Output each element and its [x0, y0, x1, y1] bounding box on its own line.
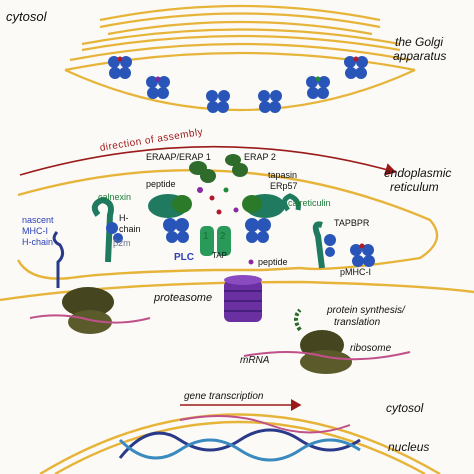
label-peptide-right: peptide [258, 257, 288, 267]
label-b2m: β2m [113, 238, 131, 248]
label-nascent-line3: H-chain [22, 237, 54, 247]
label-protein-synthesis-line1: protein synthesis/ [327, 305, 405, 316]
dna-helix [118, 415, 361, 462]
nuclear-envelope [39, 413, 441, 474]
calnexin-chaperone [91, 196, 123, 263]
label-plc: PLC [174, 252, 194, 263]
peptide-loading-complex [148, 194, 285, 256]
label-tap: TAP [212, 251, 227, 260]
erap-enzymes [189, 154, 248, 183]
label-erap1: ERAAP/ERAP 1 [146, 152, 211, 162]
label-hchain-line1: H- [119, 213, 129, 223]
label-tap1: 1 [203, 231, 209, 242]
label-calnexin: calnexin [98, 192, 132, 202]
label-golgi-line1: the Golgi [395, 35, 444, 49]
label-cytosol-bottom: cytosol [386, 401, 424, 415]
label-er-line1: endoplasmic [384, 166, 452, 180]
label-golgi-line2: apparatus [393, 49, 447, 63]
label-ribosome: ribosome [350, 343, 392, 354]
label-peptide-left: peptide [146, 179, 176, 189]
label-erap2: ERAP 2 [244, 152, 276, 162]
label-tapasin: tapasin [268, 170, 298, 180]
label-proteasome: proteasome [154, 292, 213, 304]
label-erp57: ERp57 [270, 181, 298, 191]
label-calreticulin: calreticulin [288, 198, 331, 208]
nascent-hchain [52, 231, 65, 288]
label-pmhc: pMHC-I [340, 267, 371, 277]
label-gene-transcription: gene transcription [184, 391, 264, 402]
label-er-line2: reticulum [390, 180, 439, 194]
tapbpr-chaperone [312, 221, 336, 269]
label-nascent-line2: MHC-I [22, 226, 48, 236]
ribosome-right [243, 308, 411, 374]
label-cytosol-top: cytosol [6, 9, 47, 24]
label-tapbpr: TAPBPR [334, 218, 370, 228]
label-mrna: mRNA [240, 355, 270, 366]
calreticulin-chaperone [282, 193, 301, 212]
label-nascent-line1: nascent [22, 215, 54, 225]
pmhc-complex [350, 243, 375, 267]
label-nucleus: nucleus [388, 440, 430, 454]
proteasome [224, 275, 262, 322]
direction-arrow [19, 145, 397, 176]
ribosome-left [29, 287, 151, 334]
label-tap2: 2 [220, 231, 226, 242]
label-hchain-line2: chain [119, 224, 141, 234]
label-protein-synthesis-line2: translation [334, 317, 381, 328]
golgi-mhc-molecules [108, 56, 368, 113]
